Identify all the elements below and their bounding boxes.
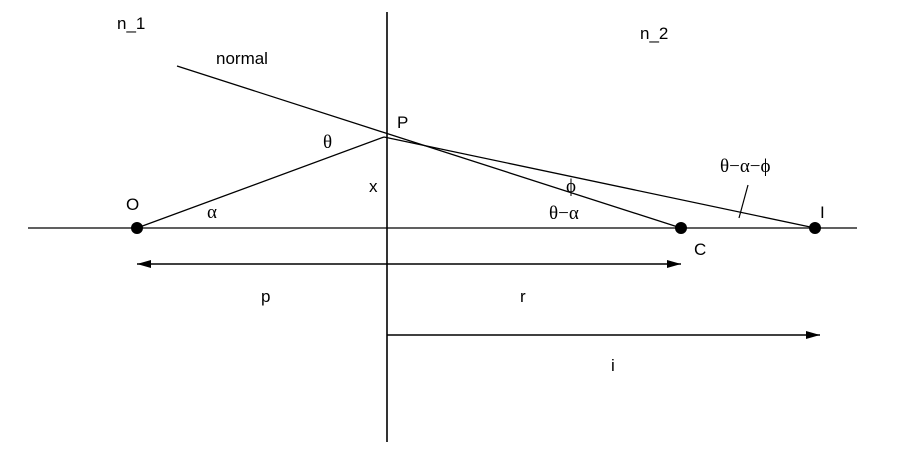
point-C [675,222,687,234]
label-theta-minus-alpha-minus-phi: θ−α−ϕ [720,156,771,177]
label-O: O [126,195,139,214]
label-C: C [694,240,706,259]
refracted-ray [383,136,816,229]
label-I: I [820,203,825,222]
label-normal: normal [216,49,268,68]
angle-leader-line [738,184,749,219]
incident-ray [136,136,385,229]
point-O [131,222,143,234]
point-I [809,222,821,234]
label-n2: n_2 [640,24,668,43]
label-n1: n_1 [117,14,145,33]
label-i: i [611,356,615,375]
label-P: P [397,113,408,132]
label-x: x [369,177,378,196]
label-alpha: α [207,202,217,223]
label-theta-minus-alpha: θ−α [549,203,579,224]
label-theta: θ [323,132,332,153]
label-p: p [261,287,270,306]
label-phi: ϕ [566,176,576,197]
label-r: r [520,287,526,306]
